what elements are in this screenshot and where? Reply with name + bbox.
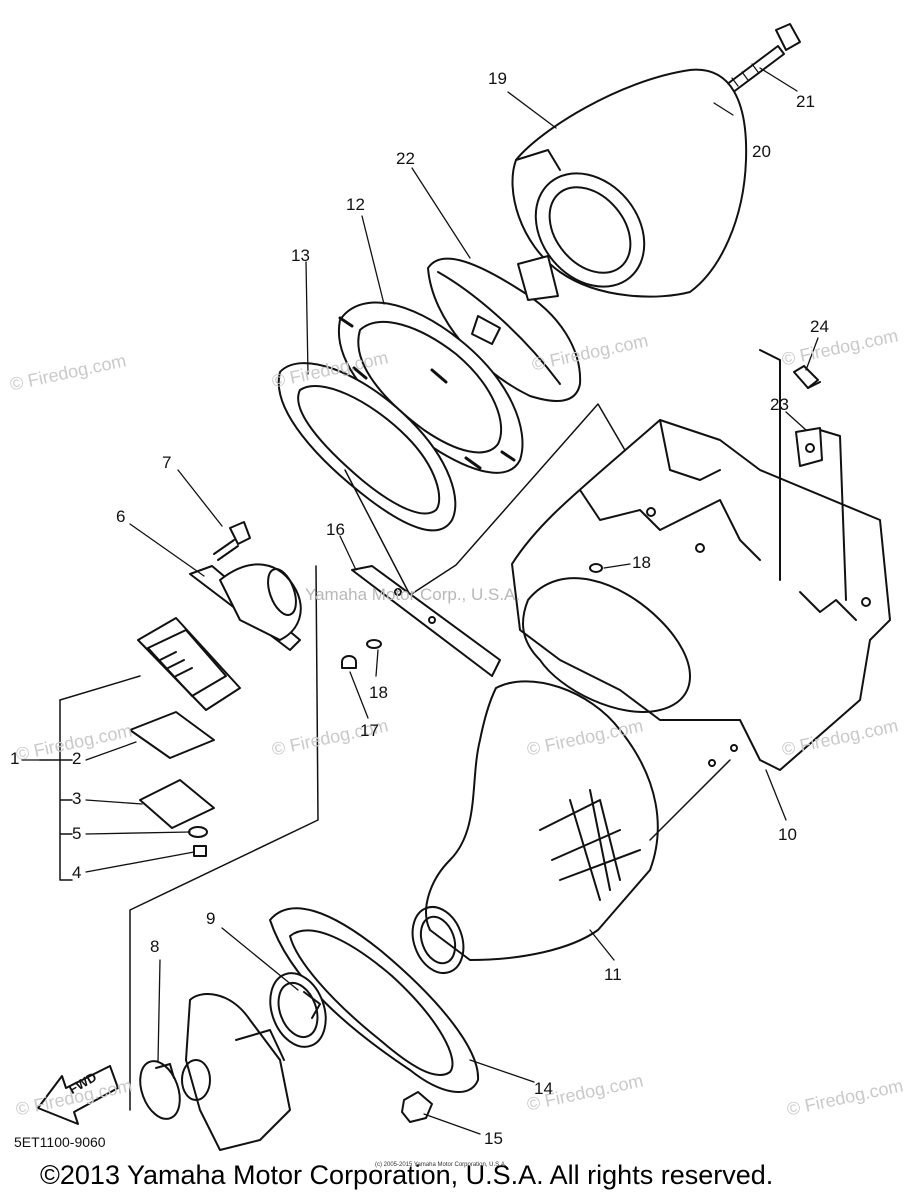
callout-7: 7 [162, 453, 172, 472]
callout-17: 17 [360, 721, 379, 740]
callout-11: 11 [604, 965, 622, 984]
part-7-bolt [213, 521, 251, 561]
part-4-screw [193, 845, 207, 857]
part-23-clip [795, 427, 823, 467]
part-15-nut [401, 1091, 433, 1123]
callout-18-lower: 18 [369, 683, 388, 702]
callout-3: 3 [72, 789, 82, 808]
callout-2: 2 [72, 749, 82, 768]
callout-9: 9 [206, 909, 216, 928]
small-copyright: (c) 2005-2015 Yamaha Motor Corporation, … [375, 1162, 507, 1168]
leader-lines [21, 67, 819, 1135]
part-5-washer [188, 826, 208, 838]
part-17-rivet [341, 655, 357, 669]
part-22-filter-holder [427, 255, 582, 402]
callout-24: 24 [810, 317, 829, 336]
part-8-clamp [139, 1060, 181, 1120]
callout-16: 16 [326, 520, 345, 539]
part-18-grommet-lower [366, 639, 382, 649]
part-13-gasket [277, 362, 457, 532]
callout-21: 21 [796, 92, 815, 111]
part-14-flange [269, 907, 480, 1094]
part-9-band [269, 972, 327, 1048]
callout-12: 12 [346, 195, 365, 214]
copyright-footer: ©2013 Yamaha Motor Corporation, U.S.A. A… [40, 1160, 774, 1190]
part-18-grommet-upper [589, 563, 603, 573]
part-2-reed [129, 711, 215, 759]
part-3-stopper [139, 779, 215, 829]
fwd-arrow-icon [37, 1065, 119, 1125]
carburetor [181, 993, 291, 1151]
part-19-air-filter [511, 68, 748, 298]
callout-15: 15 [484, 1129, 503, 1148]
callout-6: 6 [116, 507, 126, 526]
callout-4: 4 [72, 863, 82, 882]
reed-valve-assembly [137, 617, 241, 711]
part-10-air-box [511, 349, 891, 771]
callout-13: 13 [291, 246, 310, 265]
diagram-code: 5ET1100-9060 [14, 1134, 106, 1150]
center-watermark: Yamaha Motor Corp., U.S.A. [305, 585, 521, 604]
callout-1: 1 [10, 749, 20, 768]
callout-10: 10 [778, 825, 797, 844]
callout-14: 14 [534, 1079, 553, 1098]
callout-18-upper: 18 [632, 553, 651, 572]
part-16-plate [351, 565, 501, 677]
callout-19: 19 [488, 69, 507, 88]
part-24-bolt [793, 365, 821, 389]
assembly-bracket [39, 699, 73, 881]
callout-8: 8 [150, 937, 160, 956]
part-11-duct [411, 680, 731, 974]
callout-5: 5 [72, 824, 82, 843]
part-6-manifold [189, 563, 302, 651]
callout-22: 22 [396, 149, 415, 168]
callout-23: 23 [770, 395, 789, 414]
callout-20: 20 [752, 142, 771, 161]
